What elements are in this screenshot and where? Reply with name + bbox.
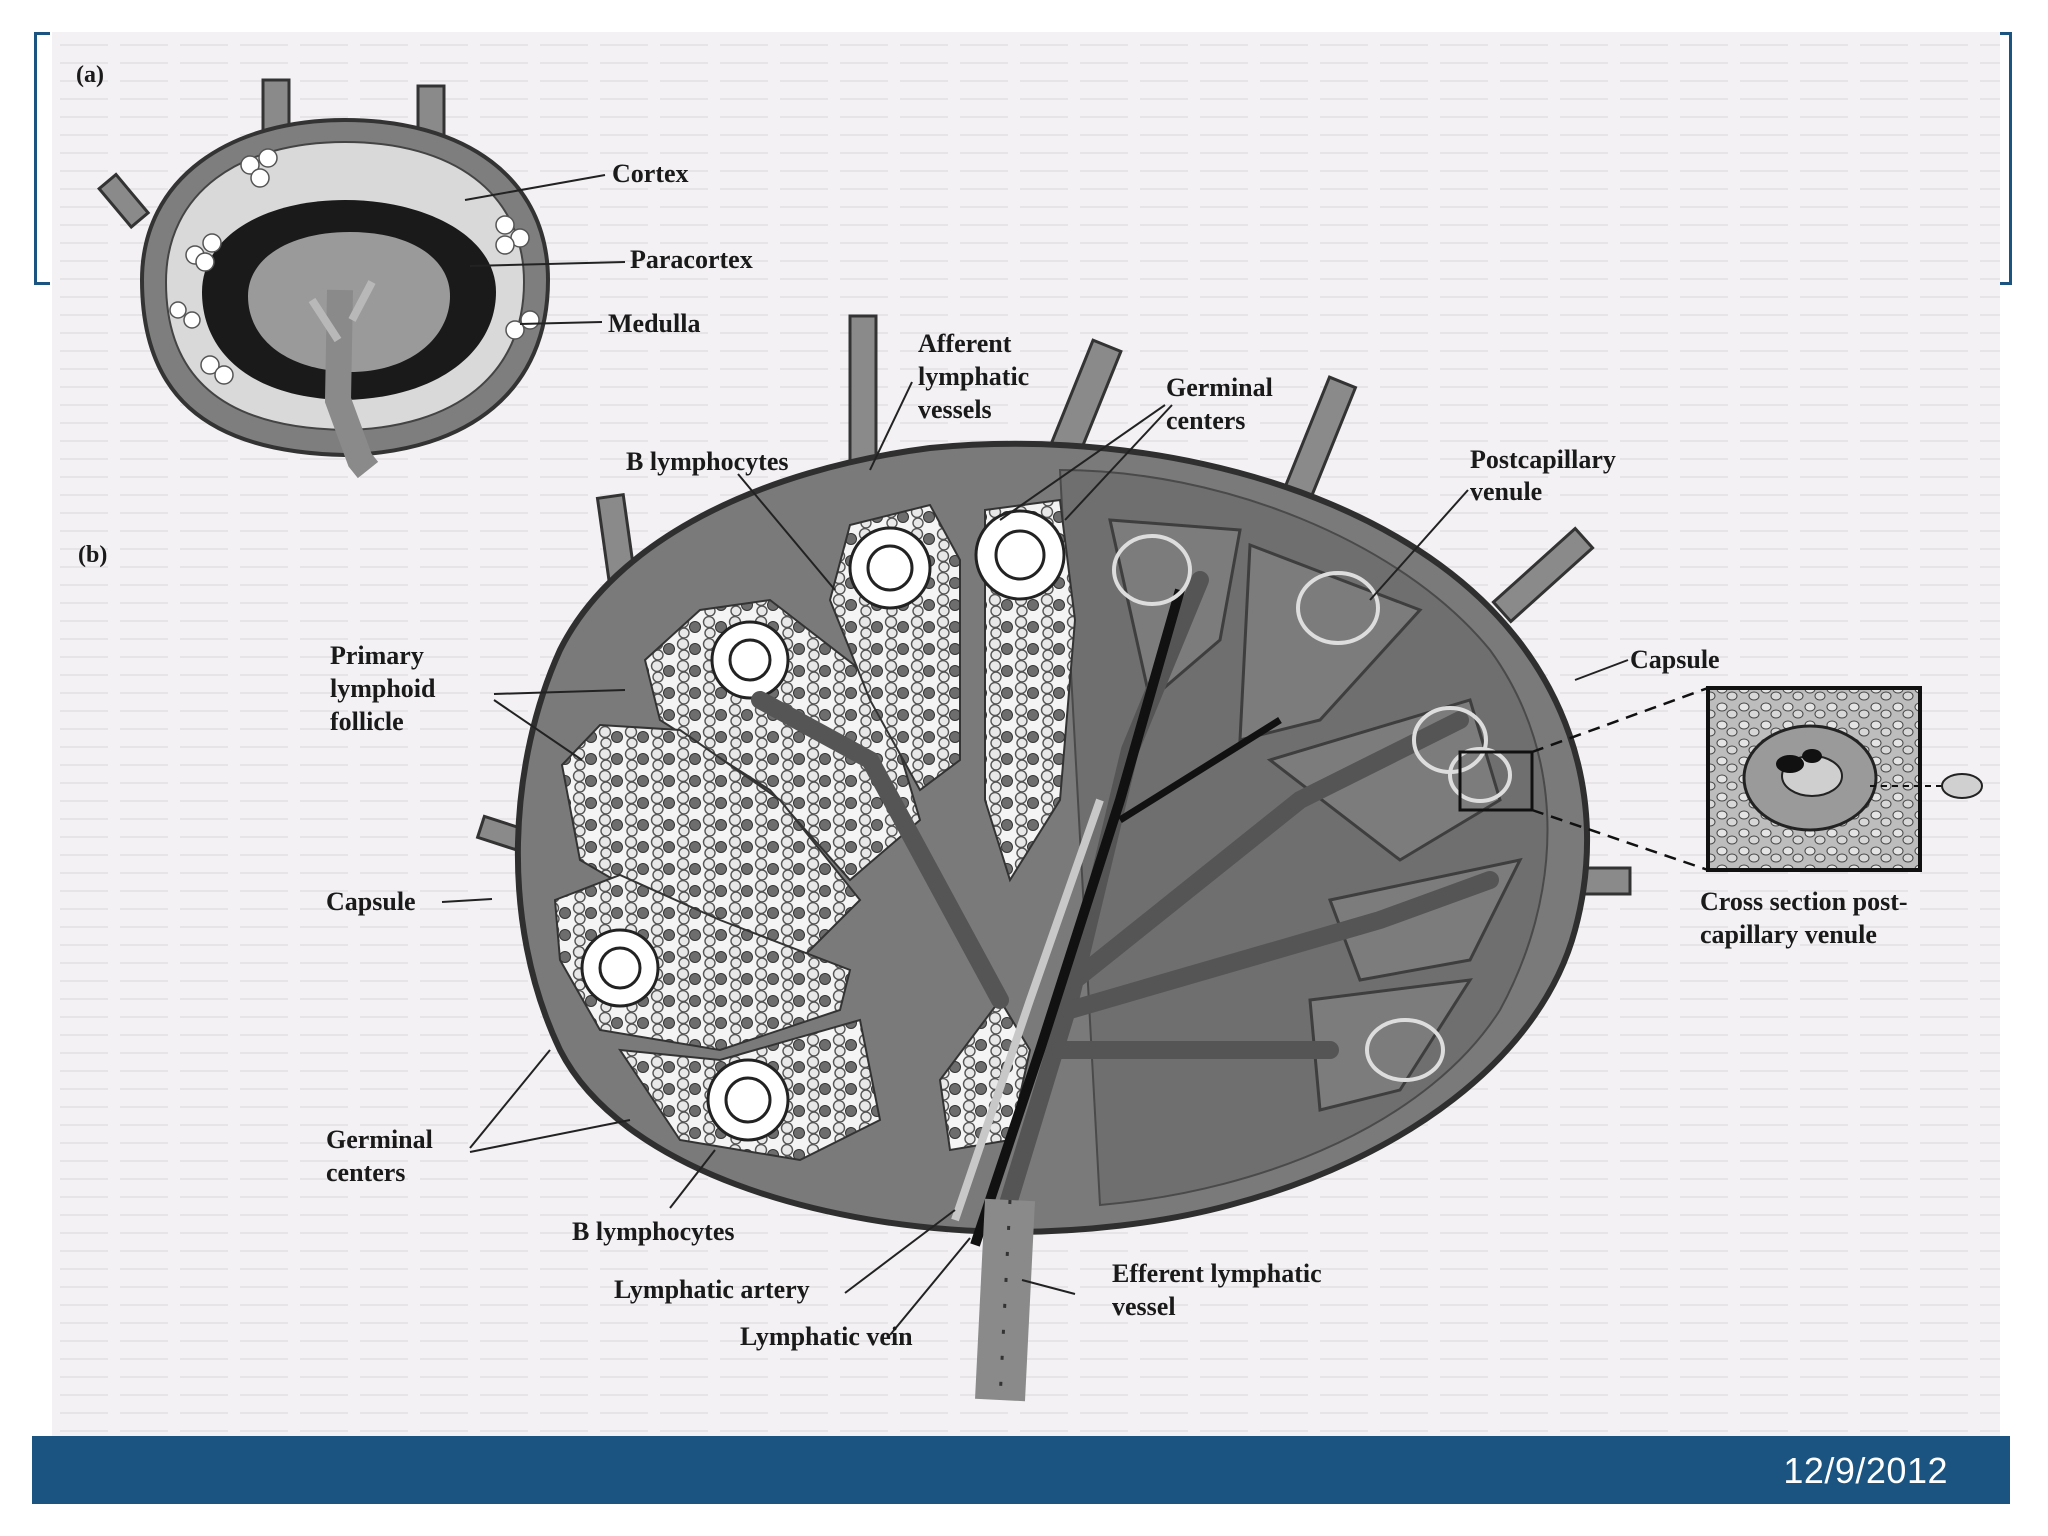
deco-dash-right	[1996, 282, 2012, 285]
label-efferent-1: Efferent lymphatic	[1112, 1259, 1322, 1288]
label-b-lymphocytes-top: B lymphocytes	[626, 447, 789, 476]
label-b-lymphocytes-bottom: B lymphocytes	[572, 1217, 735, 1246]
label-lymphatic-vein: Lymphatic vein	[740, 1322, 913, 1351]
label-postcapillary-1: Postcapillary	[1470, 445, 1616, 474]
label-germinal-top-1: Germinal	[1166, 373, 1273, 402]
deco-line-top-right	[1996, 32, 2012, 35]
panel-b-tag: (b)	[78, 542, 107, 568]
label-cross-section-2: capillary venule	[1700, 920, 1877, 949]
label-capsule-right: Capsule	[1630, 645, 1720, 674]
footer-bar: 12/9/2012	[32, 1436, 2010, 1504]
label-cortex: Cortex	[612, 159, 689, 188]
label-afferent-2: lymphatic	[918, 362, 1029, 391]
leader-lines	[441, 174, 1629, 1336]
panel-a-tag: (a)	[76, 62, 104, 88]
label-afferent-1: Afferent	[918, 329, 1012, 358]
panel-b-diagram	[475, 314, 1983, 1402]
lymph-node-diagram: (a) Cortex Paracortex Medulla (b) Affere…	[52, 32, 2000, 1436]
label-cross-section-1: Cross section post-	[1700, 887, 1908, 916]
deco-line-top-left	[34, 32, 50, 35]
deco-line-right	[2009, 32, 2012, 282]
label-germinal-bottom-1: Germinal	[326, 1125, 433, 1154]
panel-a-diagram	[97, 78, 551, 479]
label-germinal-top-2: centers	[1166, 406, 1245, 435]
scanned-figure: (a) Cortex Paracortex Medulla (b) Affere…	[52, 32, 2000, 1436]
label-primary-follicle-1: Primary	[330, 641, 424, 670]
label-lymphatic-artery: Lymphatic artery	[614, 1275, 810, 1304]
label-postcapillary-2: venule	[1470, 477, 1542, 506]
label-capsule-left: Capsule	[326, 887, 416, 916]
label-germinal-bottom-2: centers	[326, 1158, 405, 1187]
label-primary-follicle-2: lymphoid	[330, 674, 436, 703]
label-medulla: Medulla	[608, 309, 700, 338]
label-paracortex: Paracortex	[630, 245, 753, 274]
footer-date: 12/9/2012	[1783, 1450, 1948, 1491]
deco-dash-left	[34, 282, 50, 285]
label-afferent-3: vessels	[918, 395, 992, 424]
label-efferent-2: vessel	[1112, 1292, 1176, 1321]
label-primary-follicle-3: follicle	[330, 707, 404, 736]
deco-line-left	[34, 32, 37, 282]
